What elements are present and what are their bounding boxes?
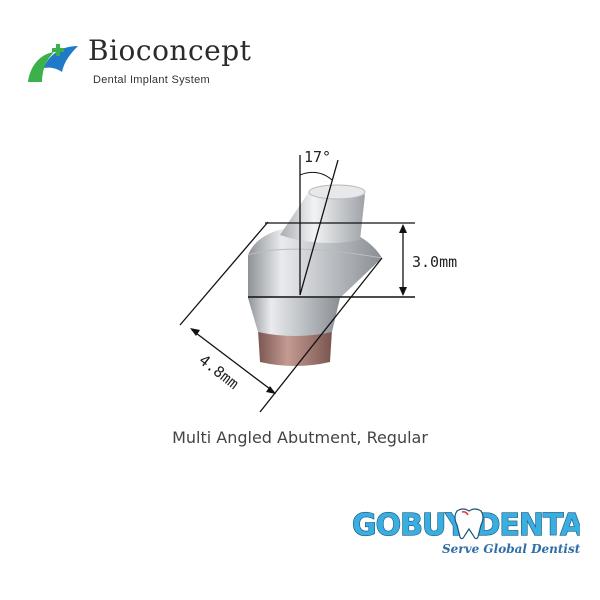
abutment-body [247,225,383,298]
height-arrow-bottom [399,287,407,296]
brand-name: Bioconcept [88,34,252,67]
brand-tagline: Dental Implant System [93,74,210,86]
product-name: Multi Angled Abutment, Regular [172,428,428,447]
angle-label: 17° [304,148,331,166]
abutment-illustration: 17° 3.0mm 4.8mm [179,148,457,413]
angle-arc [299,171,333,181]
diameter-extension-right [259,257,383,413]
height-arrow-top [399,224,407,233]
bioconcept-logo-icon [28,44,78,82]
abutment-collar [248,298,340,336]
seller-slogan: Serve Global Dentists [442,542,580,556]
tooth-icon [454,508,484,540]
diameter-arrow-left [190,328,200,336]
diameter-label: 4.8mm [196,351,243,393]
tilted-axis-line [299,159,339,296]
gobuy-dental-logo: GOBUY DENTAL Serve Global Dentists [351,507,580,556]
abutment-base [258,330,332,366]
height-label: 3.0mm [412,253,457,271]
diameter-dimension-line [191,329,275,393]
diameter-arrow-right [266,386,276,394]
diameter-extension-left [179,221,269,326]
